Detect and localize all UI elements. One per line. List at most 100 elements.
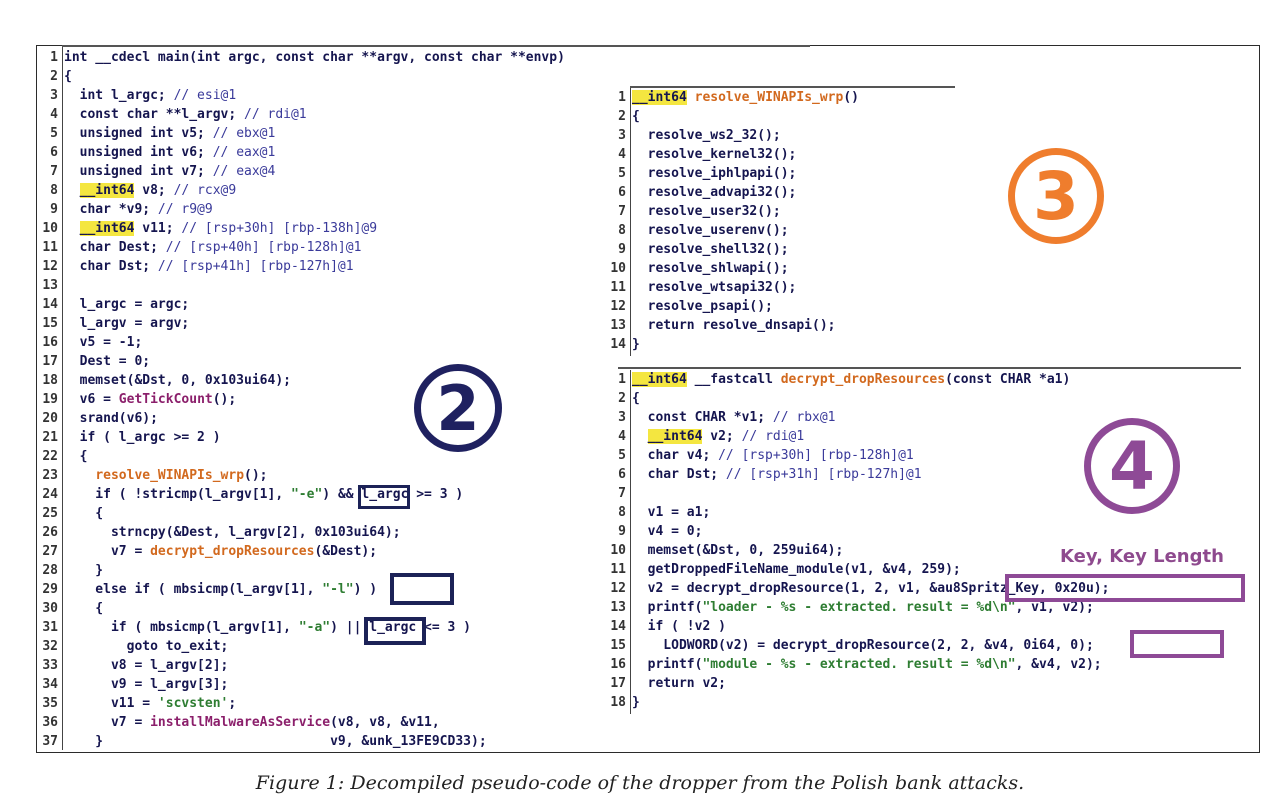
- line-number: 17: [610, 676, 626, 691]
- main-code-line: 2{: [34, 67, 624, 86]
- main-code-line: 5 unsigned int v5; // ebx@1: [34, 124, 624, 143]
- code-text: v7 = installMalwareAsService(v8, v8, &v1…: [64, 715, 440, 730]
- resolve-code-line: 9 resolve_shell32();: [602, 240, 1202, 259]
- decrypt-code-line: 13 printf("loader - %s - extracted. resu…: [602, 598, 1242, 617]
- resolve-code-line: 7 resolve_user32();: [602, 202, 1202, 221]
- main-code-line: 31 if ( mbsicmp(l_argv[1], "-a") || l_ar…: [34, 618, 624, 637]
- line-number: 31: [42, 620, 58, 635]
- code-text: resolve_userenv();: [632, 223, 789, 238]
- line-number: 5: [618, 166, 626, 181]
- code-text: resolve_advapi32();: [632, 185, 797, 200]
- line-number: 27: [42, 544, 58, 559]
- main-code-line: 8 __int64 v8; // rcx@9: [34, 181, 624, 200]
- decrypt-code-line: 2{: [602, 389, 1242, 408]
- code-text: char v4; // [rsp+30h] [rbp-128h]@1: [632, 448, 914, 463]
- code-text: resolve_psapi();: [632, 299, 773, 314]
- line-number: 15: [610, 638, 626, 653]
- line-number: 16: [42, 335, 58, 350]
- divider-rule: [618, 367, 1241, 369]
- code-text: resolve_iphlpapi();: [632, 166, 797, 181]
- main-code-line: 6 unsigned int v6; // eax@1: [34, 143, 624, 162]
- line-number: 7: [618, 204, 626, 219]
- main-code-line: 23 resolve_WINAPIs_wrp();: [34, 466, 624, 485]
- code-text: v2 = decrypt_dropResource(1, 2, v1, &au8…: [632, 581, 1110, 596]
- code-text: int l_argc; // esi@1: [64, 88, 237, 103]
- code-text: Dest = 0;: [64, 354, 151, 369]
- code-text: const CHAR *v1; // rbx@1: [632, 410, 836, 425]
- line-number: 15: [42, 316, 58, 331]
- code-text: goto to_exit;: [64, 639, 229, 654]
- resolve-winapis-code: 1__int64 resolve_WINAPIs_wrp()2{3 resolv…: [602, 88, 1202, 358]
- code-text: unsigned int v5; // ebx@1: [64, 126, 276, 141]
- resolve-code-line: 12 resolve_psapi();: [602, 297, 1202, 316]
- top-rule-main: [62, 45, 810, 47]
- line-number: 33: [42, 658, 58, 673]
- code-text: char Dst; // [rsp+41h] [rbp-127h]@1: [64, 259, 354, 274]
- code-text: resolve_user32();: [632, 204, 781, 219]
- code-text: if ( !stricmp(l_argv[1], "-e") && l_argc…: [64, 487, 464, 502]
- code-text: {: [64, 69, 72, 84]
- main-code-line: 34 v9 = l_argv[3];: [34, 675, 624, 694]
- code-text: printf("module - %s - extracted. result …: [632, 657, 1102, 672]
- code-text: if ( l_argc >= 2 ): [64, 430, 221, 445]
- code-text: } v9, &unk_13FE9CD33);: [64, 734, 487, 749]
- line-number: 16: [610, 657, 626, 672]
- line-number: 2: [618, 109, 626, 124]
- code-text: __int64 v2; // rdi@1: [647, 429, 805, 444]
- code-text: {: [64, 449, 88, 464]
- line-number: 2: [618, 391, 626, 406]
- zero-key-box: [1130, 630, 1224, 658]
- main-code-line: 17 Dest = 0;: [34, 352, 624, 371]
- code-text: v1 = a1;: [632, 505, 711, 520]
- line-number: 21: [42, 430, 58, 445]
- line-number: 18: [610, 695, 626, 710]
- code-text: memset(&Dst, 0, 259ui64);: [632, 543, 844, 558]
- resolve-code-line: 3 resolve_ws2_32();: [602, 126, 1202, 145]
- line-number: 3: [618, 410, 626, 425]
- line-number: 4: [618, 147, 626, 162]
- decrypt-code-line: 5 char v4; // [rsp+30h] [rbp-128h]@1: [602, 446, 1242, 465]
- line-number: 25: [42, 506, 58, 521]
- line-number: 9: [618, 242, 626, 257]
- code-text: __int64 v11; // [rsp+30h] [rbp-138h]@9: [79, 221, 378, 236]
- decrypt-code-line: 1__int64 __fastcall decrypt_dropResource…: [602, 370, 1242, 389]
- line-number: 10: [42, 221, 58, 236]
- code-text: char Dst; // [rsp+31h] [rbp-127h]@1: [632, 467, 922, 482]
- decrypt-gutter: [630, 370, 631, 714]
- line-number: 9: [50, 202, 58, 217]
- code-text: resolve_wtsapi32();: [632, 280, 797, 295]
- decrypt-code-line: 14 if ( !v2 ): [602, 617, 1242, 636]
- line-number: 7: [618, 486, 626, 501]
- decrypt-code-line: 16 printf("module - %s - extracted. resu…: [602, 655, 1242, 674]
- main-code-line: 12 char Dst; // [rsp+41h] [rbp-127h]@1: [34, 257, 624, 276]
- code-text: if ( !v2 ): [632, 619, 726, 634]
- resolve-code-line: 6 resolve_advapi32();: [602, 183, 1202, 202]
- line-number: 35: [42, 696, 58, 711]
- line-number: 4: [50, 107, 58, 122]
- main-code-line: 13: [34, 276, 624, 295]
- code-text: resolve_WINAPIs_wrp();: [95, 468, 268, 483]
- code-text: }: [632, 695, 640, 710]
- code-text: return v2;: [632, 676, 726, 691]
- code-text: return resolve_dnsapi();: [632, 318, 836, 333]
- marker-3-label: 3: [1033, 157, 1079, 235]
- line-number: 13: [610, 600, 626, 615]
- marker-circle-4: 4: [1084, 418, 1180, 514]
- resolve-code-line: 10 resolve_shlwapi();: [602, 259, 1202, 278]
- marker-circle-2: 2: [414, 364, 502, 452]
- code-text: unsigned int v6; // eax@1: [64, 145, 276, 160]
- decrypt-code-line: 8 v1 = a1;: [602, 503, 1242, 522]
- line-number: 11: [610, 280, 626, 295]
- decrypt-code-line: 10 memset(&Dst, 0, 259ui64);: [602, 541, 1242, 560]
- decrypt-code-line: 17 return v2;: [602, 674, 1242, 693]
- main-code-line: 27 v7 = decrypt_dropResources(&Dest);: [34, 542, 624, 561]
- code-text: {: [632, 109, 640, 124]
- code-text: LODWORD(v2) = decrypt_dropResource(2, 2,…: [632, 638, 1094, 653]
- code-text: char *v9; // r9@9: [64, 202, 213, 217]
- resolve-code-line: 8 resolve_userenv();: [602, 221, 1202, 240]
- line-number: 34: [42, 677, 58, 692]
- line-number: 11: [42, 240, 58, 255]
- main-code-line: 4 const char **l_argv; // rdi@1: [34, 105, 624, 124]
- main-code-line: 14 l_argc = argc;: [34, 295, 624, 314]
